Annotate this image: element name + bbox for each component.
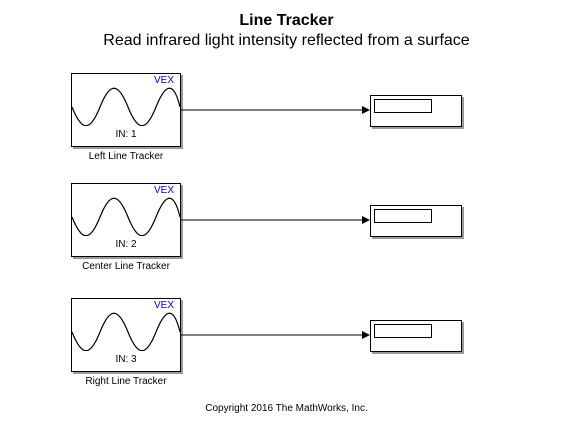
right-line-tracker-block[interactable]: VEX IN: 3 <box>71 298 181 372</box>
vex-brand-label: VEX <box>153 75 174 86</box>
input-port-label: IN: 2 <box>115 239 137 250</box>
display-value-field <box>374 99 432 113</box>
sine-wave-icon <box>72 312 180 351</box>
vex-brand-label: VEX <box>153 185 174 196</box>
center-line-tracker-block[interactable]: VEX IN: 2 <box>71 183 181 257</box>
signal-line-1[interactable] <box>181 106 370 114</box>
signal-line-3[interactable] <box>181 331 370 339</box>
display-block-2[interactable] <box>370 205 462 237</box>
arrow-head-icon <box>362 106 370 114</box>
input-port-label: IN: 3 <box>115 354 137 365</box>
input-port-label: IN: 1 <box>115 129 137 140</box>
arrow-head-icon <box>362 216 370 224</box>
vex-brand-label: VEX <box>153 300 174 311</box>
display-block-3[interactable] <box>370 320 462 352</box>
left-line-tracker-label: Left Line Tracker <box>88 151 164 162</box>
left-line-tracker-block[interactable]: VEX IN: 1 <box>71 73 181 147</box>
model-title: Line Tracker <box>239 12 334 29</box>
display-value-field <box>374 324 432 338</box>
copyright-notice: Copyright 2016 The MathWorks, Inc. <box>205 403 368 414</box>
display-value-field <box>374 209 432 223</box>
signal-line-2[interactable] <box>181 216 370 224</box>
center-line-tracker-label: Center Line Tracker <box>82 261 170 272</box>
sine-wave-icon <box>72 197 180 236</box>
display-block-1[interactable] <box>370 95 462 127</box>
model-subtitle: Read infrared light intensity reflected … <box>103 32 470 49</box>
sine-wave-icon <box>72 87 180 126</box>
right-line-tracker-label: Right Line Tracker <box>85 376 167 387</box>
arrow-head-icon <box>362 331 370 339</box>
